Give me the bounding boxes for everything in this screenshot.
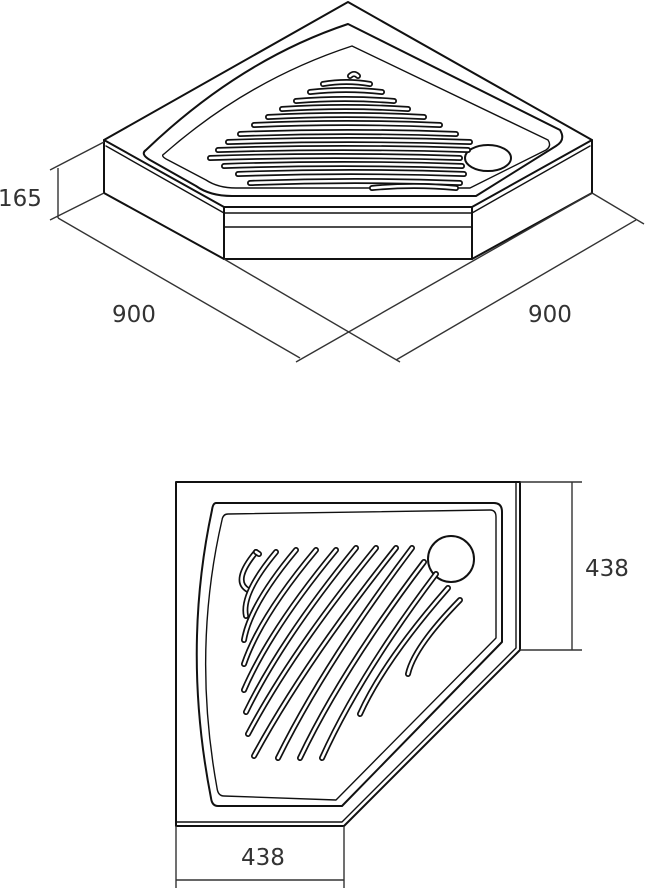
plan-groove-highlight [244, 546, 358, 714]
tray-side-right [471, 139, 593, 260]
plan-outer-outline [175, 481, 521, 827]
tray-skirt-line [105, 145, 591, 214]
plan-groove-highlight [240, 550, 258, 592]
plan-groove-highlight [242, 548, 338, 692]
dim-right-line [295, 192, 593, 363]
drain-plan [427, 535, 475, 583]
plan-groove-dot-highlight [254, 550, 261, 556]
dim-right-ext [591, 192, 645, 225]
dim-left-line [57, 217, 301, 359]
dim-right-line-2 [395, 219, 637, 361]
plan-groove-highlight [320, 572, 438, 760]
tray-top-outline [103, 1, 593, 208]
iso-groove-highlight [370, 184, 458, 190]
iso-groove-highlight [321, 80, 372, 86]
plan-basin-outer [195, 502, 503, 807]
plan-groove [357, 585, 451, 717]
plan-basin-inner [204, 509, 497, 801]
plan-groove-highlight [276, 546, 414, 760]
iso-groove-highlight [280, 105, 410, 111]
iso-groove-highlight [208, 154, 462, 160]
iso-groove-highlight [308, 88, 384, 94]
plan-grooves [238, 545, 463, 761]
dim-left-ext [223, 258, 401, 363]
tray-side-left [103, 139, 225, 260]
drain-iso [464, 144, 512, 172]
dim-height-ext-bottom [49, 192, 105, 221]
iso-groove-highlight [222, 162, 464, 168]
plan-groove-highlight [406, 598, 462, 676]
dim-right-label: 900 [528, 302, 572, 328]
plan-rim-line [175, 481, 517, 823]
basin-outer-lip [142, 23, 564, 197]
iso-groove-highlight [216, 146, 470, 152]
iso-groove-highlight [226, 138, 472, 144]
tray-side-front [223, 206, 473, 260]
iso-groove-highlight [238, 130, 458, 136]
dim-left-label: 900 [112, 302, 156, 328]
dim-plan-right-label: 438 [585, 556, 629, 582]
plan-groove [319, 571, 439, 761]
dim-height-ext-top [49, 141, 105, 171]
plan-groove-highlight [358, 586, 450, 716]
plan-groove [405, 597, 463, 677]
iso-groove-highlight [294, 97, 396, 103]
plan-groove-highlight [246, 546, 378, 736]
iso-groove-highlight [266, 113, 426, 119]
plan-groove-highlight [242, 548, 298, 642]
iso-groove-highlight [236, 170, 466, 176]
plan-groove-highlight [252, 546, 398, 758]
plan-groove-highlight [242, 548, 318, 666]
plan-groove-highlight [244, 550, 278, 618]
plan-groove-highlight [298, 560, 426, 760]
dim-plan-bottom-label: 438 [241, 845, 285, 871]
iso-grooves [207, 71, 473, 191]
plan-view: 438 438 [175, 481, 629, 888]
dim-height-label: 165 [0, 186, 42, 212]
iso-groove-highlight [348, 72, 360, 78]
iso-groove-highlight [252, 121, 442, 127]
iso-groove-highlight [248, 179, 462, 185]
isometric-view: 165 900 900 [0, 1, 645, 363]
basin-inner-lip [161, 45, 551, 189]
